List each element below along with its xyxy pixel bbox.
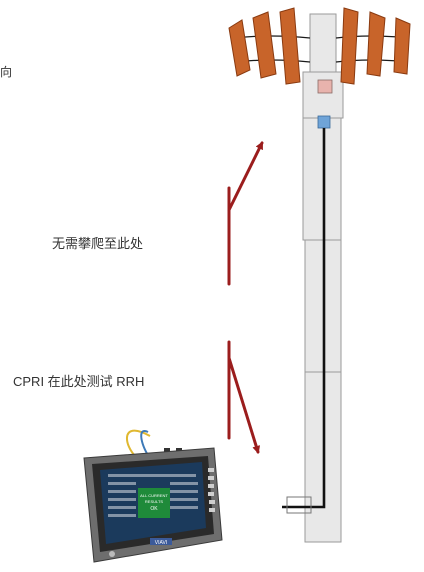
antenna-panel [228, 19, 251, 77]
rrh-unit [317, 79, 333, 94]
antenna-panel [279, 7, 301, 85]
device-brand-plate [150, 538, 172, 545]
device-badge-line-3: OK [150, 506, 158, 512]
antenna-panel [252, 11, 277, 79]
device-result-panel [138, 488, 170, 518]
antenna-array-left [228, 7, 301, 85]
label-top-left-partial: 向 [0, 65, 13, 79]
arrow-down [227, 356, 261, 454]
tower-rrh-housing [302, 71, 344, 119]
fiber-connector [317, 115, 331, 129]
device-side-buttons [208, 468, 215, 512]
device-brand: VIAVI [155, 540, 167, 546]
arrow-up [227, 141, 264, 212]
antenna-panel [340, 7, 359, 85]
device-badge-line-2: RESULTS [145, 499, 163, 504]
device-badge-line-1: ALL CURRENT [140, 493, 168, 498]
base-box [286, 496, 312, 514]
fiber-cable [282, 128, 326, 509]
label-cpri-test: CPRI 在此处测试 RRH [13, 374, 145, 389]
antenna-panel [393, 17, 411, 75]
test-device: ALL CURRENT RESULTS OK VIAVI [83, 429, 223, 563]
antenna-array-right [340, 7, 411, 85]
arrows [227, 141, 264, 454]
label-no-climb: 无需攀爬至此处 [52, 236, 144, 251]
power-button-icon [109, 551, 115, 557]
tower-section-1 [302, 117, 342, 241]
antenna-panel [366, 11, 386, 77]
device-screen-rows [108, 474, 198, 517]
